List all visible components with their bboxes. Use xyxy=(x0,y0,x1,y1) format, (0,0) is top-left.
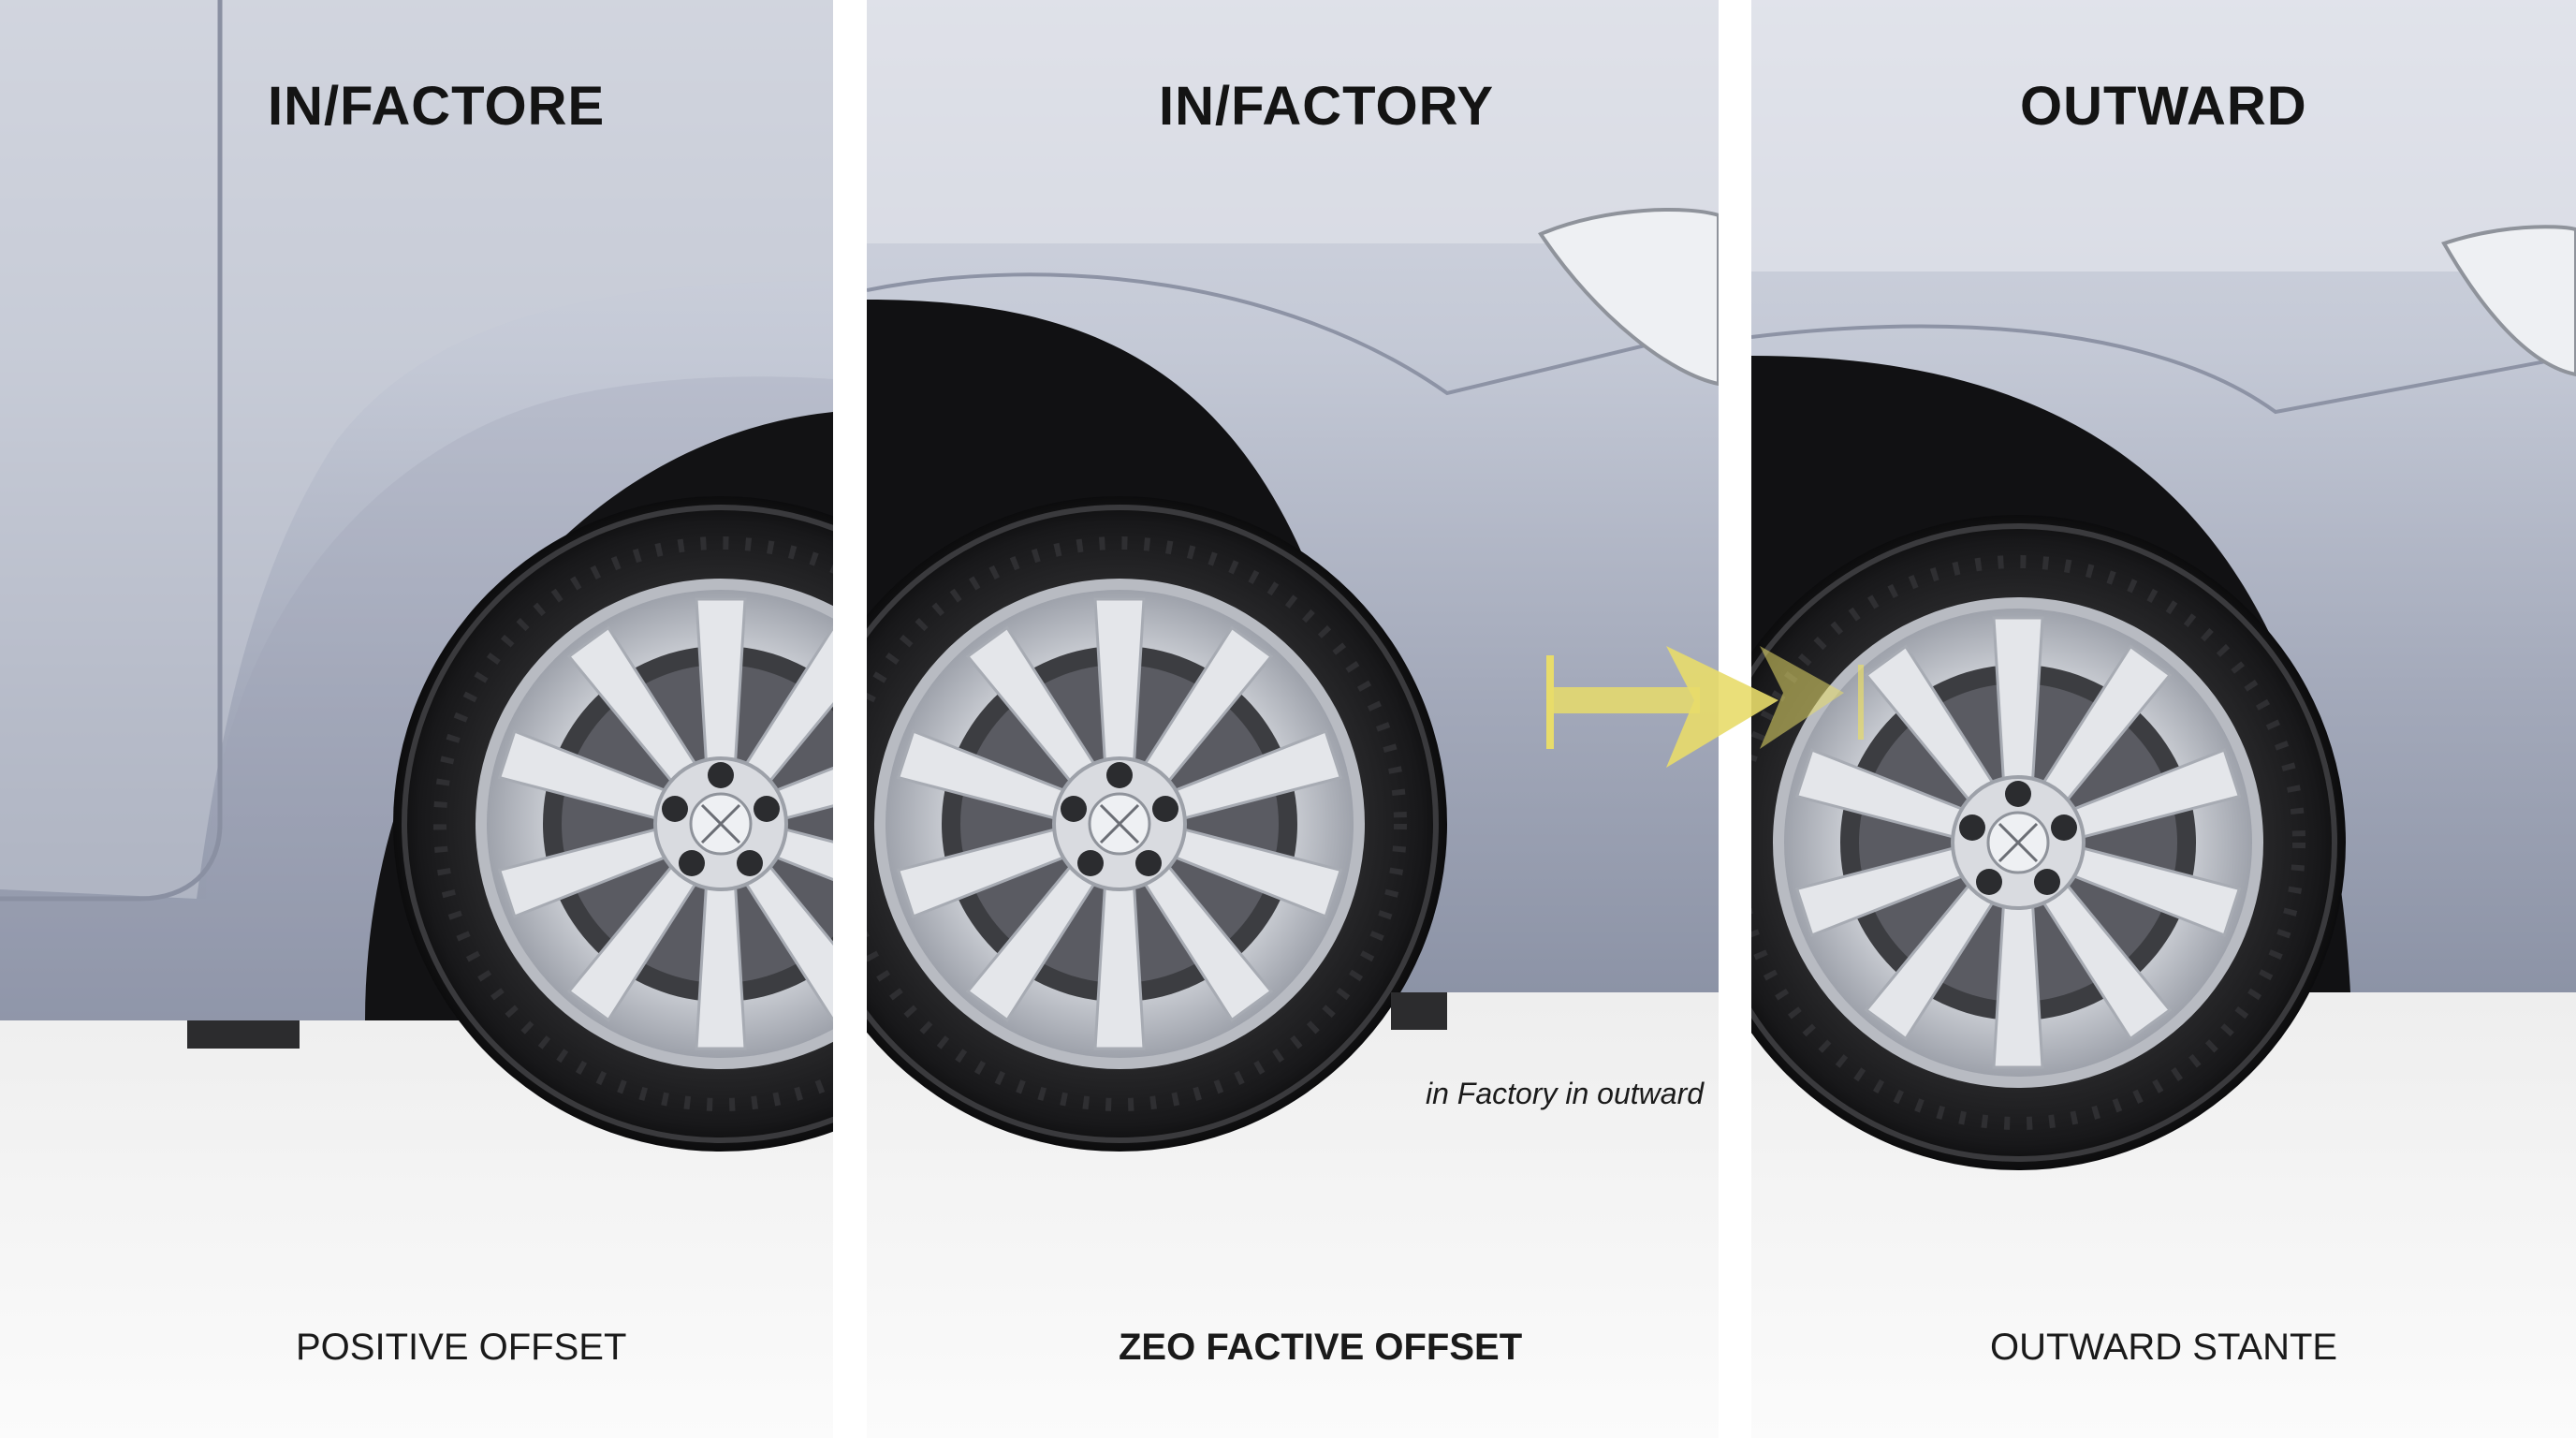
panel-caption-2: ZEO FACTIVE OFFSET xyxy=(1119,1327,1523,1368)
headlight-icon xyxy=(1538,208,1719,387)
panel-title-2: IN/FACTORY xyxy=(1159,76,1495,137)
panel-divider-1 xyxy=(835,0,867,1438)
panel-caption-3: OUTWARD STANTE xyxy=(1990,1327,2338,1368)
offset-arrow-icon xyxy=(1546,646,1864,768)
car-scene-3 xyxy=(1751,0,2576,1438)
car-scene-1 xyxy=(0,0,833,1438)
panel-outward-offset: OUTWARD xyxy=(1751,0,2576,1438)
panel-title-3: OUTWARD xyxy=(2020,76,2307,137)
panel-positive-offset: IN/FACTORE xyxy=(0,0,833,1438)
panel-caption-1: POSITIVE OFFSET xyxy=(296,1327,627,1368)
car-scene-2 xyxy=(867,0,1719,1438)
panel-zero-offset: IN/FACTORY xyxy=(867,0,1719,1438)
offset-annotation: in Factory in outward xyxy=(1426,1077,1705,1110)
panel-title-1: IN/FACTORE xyxy=(268,76,606,137)
